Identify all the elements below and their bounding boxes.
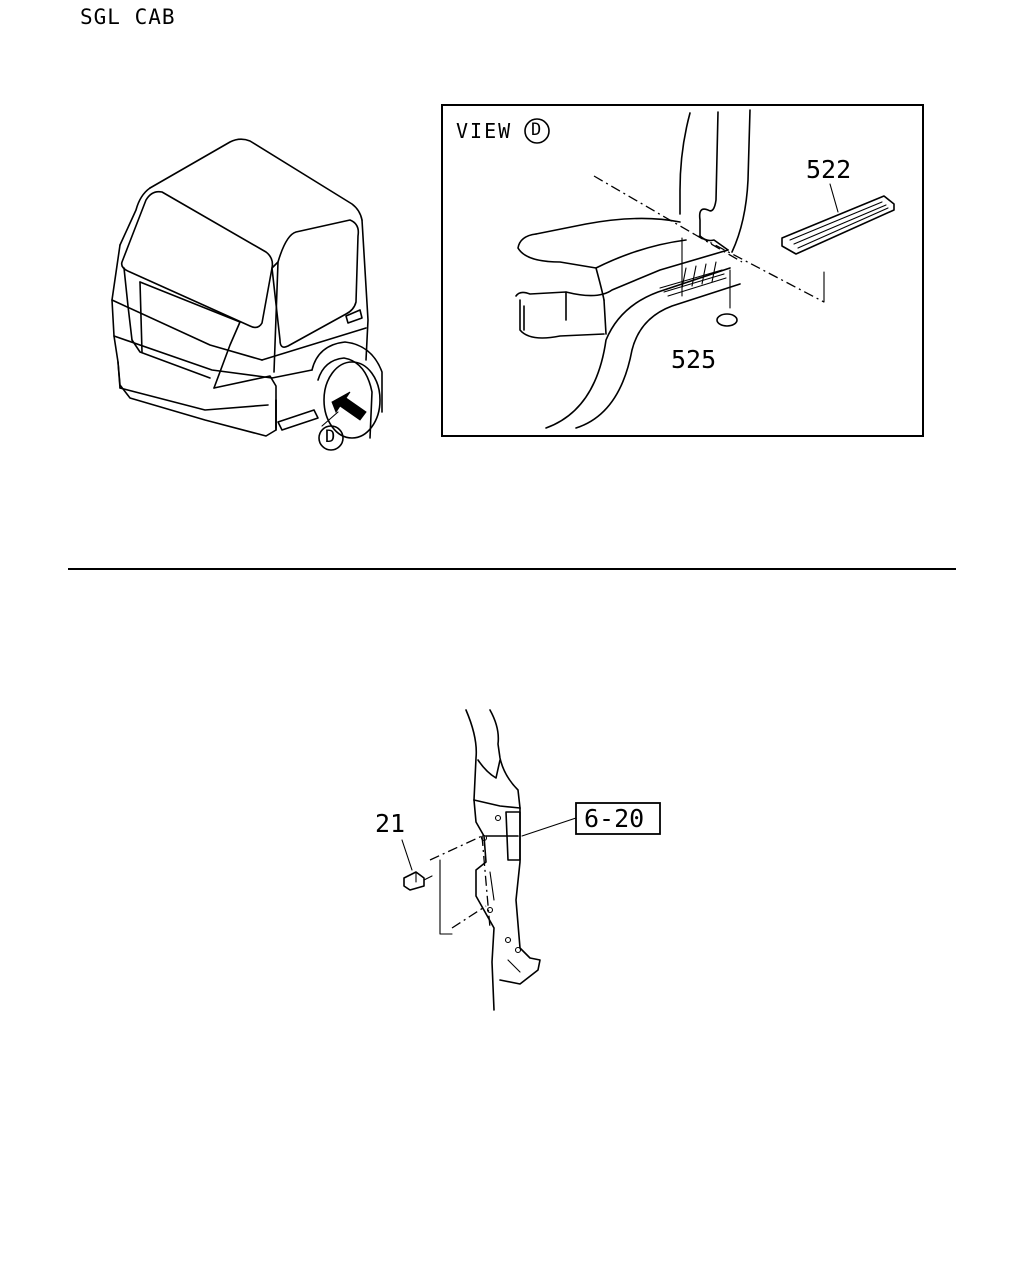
- view-label: VIEW: [456, 119, 513, 143]
- reference-6-20: 6-20: [584, 804, 645, 833]
- truck-cab-illustration: [111, 138, 383, 439]
- door-pillar-bracket-illustration: [401, 709, 661, 1011]
- callout-21: 21: [375, 809, 406, 838]
- sgl-cab-caption: SGL CAB: [80, 5, 176, 29]
- view-panel-marker-letter: D: [531, 120, 542, 140]
- view-d-marker-circle: [318, 425, 344, 451]
- view-panel-marker-circle: [524, 118, 550, 144]
- view-d-detail-illustration: [515, 109, 895, 429]
- callout-522: 522: [806, 155, 852, 184]
- view-d-panel-frame: [441, 104, 924, 437]
- callout-525: 525: [671, 345, 717, 374]
- truck-marker-letter: D: [325, 427, 336, 447]
